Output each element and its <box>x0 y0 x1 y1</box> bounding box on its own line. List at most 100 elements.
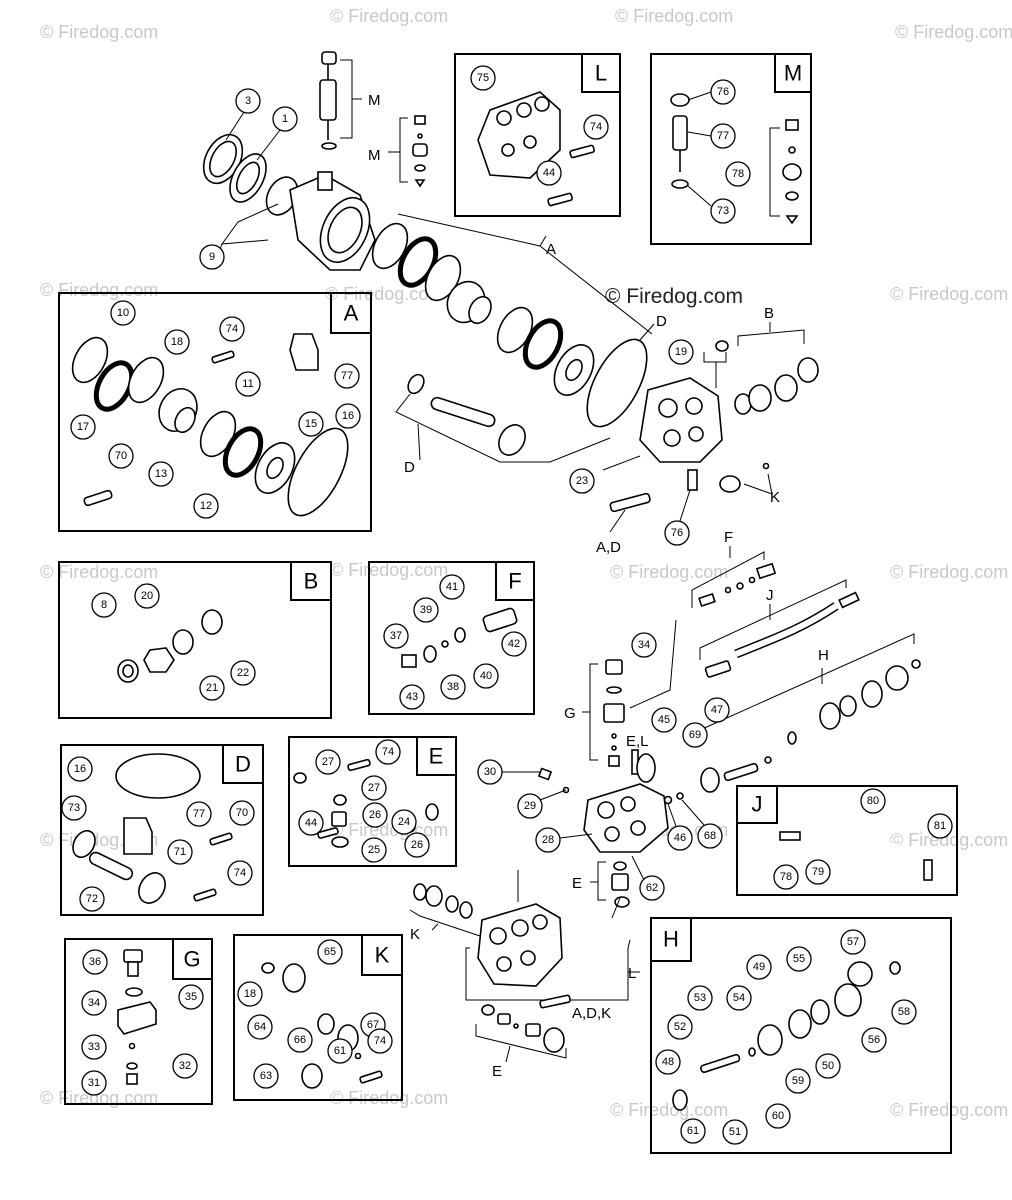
svg-text:22: 22 <box>237 667 249 679</box>
callout-61: 61 <box>327 1038 353 1064</box>
svg-text:20: 20 <box>141 590 153 602</box>
callout-43: 43 <box>399 684 425 710</box>
group-letter-h: H <box>818 647 829 664</box>
watermark: © Firedog.com <box>895 22 1012 42</box>
callout-39: 39 <box>413 597 439 623</box>
group-letter-k-lower: K <box>410 926 420 943</box>
callout-49: 49 <box>746 954 772 980</box>
svg-text:72: 72 <box>86 893 98 905</box>
callout-73: 73 <box>710 198 736 224</box>
svg-text:9: 9 <box>209 251 215 263</box>
callout-37: 37 <box>383 623 409 649</box>
svg-text:44: 44 <box>543 167 555 179</box>
featured-watermark: © Firedog.com <box>605 285 743 308</box>
panel-f: F 41 39 37 38 40 42 43 <box>368 561 535 715</box>
callout-55: 55 <box>786 946 812 972</box>
svg-text:34: 34 <box>638 639 650 651</box>
svg-text:77: 77 <box>717 130 729 142</box>
group-letter-adk: A,D,K <box>572 1005 611 1022</box>
callout-34: 34 <box>81 990 107 1016</box>
callout-16: 16 <box>67 756 93 782</box>
svg-text:60: 60 <box>772 1110 784 1122</box>
svg-text:8: 8 <box>101 599 107 611</box>
svg-text:43: 43 <box>406 691 418 703</box>
svg-text:18: 18 <box>244 988 256 1000</box>
svg-text:63: 63 <box>260 1070 272 1082</box>
panel-b: B 8 20 21 22 <box>58 561 332 719</box>
panel-j: J 80 81 78 79 <box>736 785 958 896</box>
svg-text:45: 45 <box>658 714 670 726</box>
callout-27: 27 <box>361 775 387 801</box>
callout-45: 45 <box>651 707 677 733</box>
svg-text:27: 27 <box>322 756 334 768</box>
callout-46: 46 <box>667 825 693 851</box>
callout-72: 72 <box>79 886 105 912</box>
callout-76: 76 <box>710 79 736 105</box>
svg-text:47: 47 <box>711 704 723 716</box>
svg-text:30: 30 <box>484 766 496 778</box>
svg-text:76: 76 <box>671 527 683 539</box>
watermark: © Firedog.com <box>40 562 158 582</box>
callout-3: 3 <box>235 88 261 114</box>
callout-53: 53 <box>687 985 713 1011</box>
callout-66: 66 <box>287 1027 313 1053</box>
panel-k: K 65 18 64 66 67 61 74 63 <box>233 934 403 1101</box>
svg-text:80: 80 <box>867 795 879 807</box>
svg-text:13: 13 <box>155 468 167 480</box>
crankcase-assembly: M M A <box>202 51 819 556</box>
callout-41: 41 <box>439 574 465 600</box>
svg-text:77: 77 <box>341 370 353 382</box>
group-letter-el: E,L <box>626 733 649 750</box>
callout-74: 74 <box>367 1028 393 1054</box>
group-letter-g: G <box>564 705 576 722</box>
panel-l-label: L <box>595 61 607 86</box>
svg-text:73: 73 <box>717 205 729 217</box>
callout-19: 19 <box>668 339 694 365</box>
svg-text:79: 79 <box>812 866 824 878</box>
callout-68: 68 <box>697 823 723 849</box>
svg-text:23: 23 <box>576 475 588 487</box>
callout-69: 69 <box>682 722 708 748</box>
svg-text:42: 42 <box>508 638 520 650</box>
callout-24: 24 <box>391 809 417 835</box>
panel-d-label: D <box>235 752 251 777</box>
svg-text:12: 12 <box>200 500 212 512</box>
callout-21: 21 <box>199 675 225 701</box>
svg-text:62: 62 <box>646 882 658 894</box>
callout-23: 23 <box>569 468 595 494</box>
watermark: © Firedog.com <box>890 562 1008 582</box>
svg-text:74: 74 <box>234 867 246 879</box>
svg-text:67: 67 <box>367 1019 379 1031</box>
callout-78: 78 <box>725 161 751 187</box>
panel-d: D 16 73 77 70 71 72 74 <box>60 744 264 916</box>
svg-text:35: 35 <box>185 991 197 1003</box>
panel-j-label: J <box>752 792 763 817</box>
callout-26: 26 <box>404 832 430 858</box>
callout-10: 10 <box>110 300 136 326</box>
svg-text:71: 71 <box>174 846 186 858</box>
panel-a: A 10 74 77 18 11 15 16 17 13 12 70 <box>58 292 372 532</box>
svg-text:21: 21 <box>206 682 218 694</box>
svg-text:50: 50 <box>822 1060 834 1072</box>
svg-text:77: 77 <box>193 808 205 820</box>
panel-a-label: A <box>344 301 359 326</box>
svg-text:1: 1 <box>282 113 288 125</box>
callout-75: 75 <box>470 65 496 91</box>
svg-text:29: 29 <box>524 800 536 812</box>
group-letter-j: J <box>766 587 774 604</box>
callout-47: 47 <box>704 697 730 723</box>
callout-13: 13 <box>148 461 174 487</box>
callout-36: 36 <box>82 949 108 975</box>
callout-26: 26 <box>362 802 388 828</box>
svg-text:66: 66 <box>294 1034 306 1046</box>
watermark: © Firedog.com <box>330 560 448 580</box>
callout-79: 79 <box>805 859 831 885</box>
callout-31: 31 <box>81 1070 107 1096</box>
group-letter-d-lower: D <box>404 459 415 476</box>
svg-text:17: 17 <box>77 421 89 433</box>
svg-text:70: 70 <box>236 807 248 819</box>
svg-text:3: 3 <box>245 95 251 107</box>
watermark: © Firedog.com <box>890 830 1008 850</box>
callout-44: 44 <box>536 160 562 186</box>
